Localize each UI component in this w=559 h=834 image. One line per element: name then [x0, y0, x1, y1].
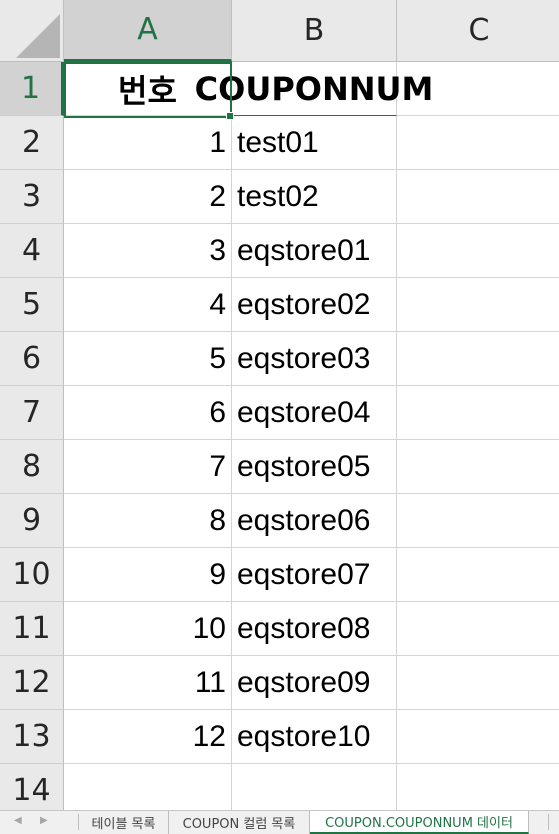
cell-c12[interactable] [397, 656, 559, 710]
cell-a7[interactable]: 6 [64, 386, 232, 440]
cell-c13[interactable] [397, 710, 559, 764]
row-header-5[interactable]: 5 [0, 278, 64, 332]
cell-b12[interactable]: eqstore09 [232, 656, 397, 710]
cell-a12[interactable]: 11 [64, 656, 232, 710]
cell-c8[interactable] [397, 440, 559, 494]
cell-c3[interactable] [397, 170, 559, 224]
cell-b1[interactable]: COUPONNUM [195, 62, 433, 116]
cell-a3[interactable]: 2 [64, 170, 232, 224]
cell-b8[interactable]: eqstore05 [232, 440, 397, 494]
row-header-10[interactable]: 10 [0, 548, 64, 602]
row-header-12[interactable]: 12 [0, 656, 64, 710]
scroll-tabs-right-icon[interactable]: ▶ [40, 815, 48, 826]
row-header-8[interactable]: 8 [0, 440, 64, 494]
sheet-tab-bar: ◀ ▶ 테이블 목록 COUPON 컬럼 목록 COUPON.COUPONNUM… [0, 810, 559, 834]
tab-coupon-columns[interactable]: COUPON 컬럼 목록 [169, 811, 310, 834]
cell-b6[interactable]: eqstore03 [232, 332, 397, 386]
cell-b3[interactable]: test02 [232, 170, 397, 224]
cell-c10[interactable] [397, 548, 559, 602]
cell-c6[interactable] [397, 332, 559, 386]
row-header-9[interactable]: 9 [0, 494, 64, 548]
spreadsheet-grid: A B C 1 2 3 4 5 6 7 8 9 10 11 12 13 14 번… [0, 0, 559, 810]
cell-a10[interactable]: 9 [64, 548, 232, 602]
cell-a13[interactable]: 12 [64, 710, 232, 764]
column-header-a[interactable]: A [64, 0, 232, 62]
cell-b10[interactable]: eqstore07 [232, 548, 397, 602]
tab-separator [548, 814, 549, 830]
cell-c1[interactable] [397, 62, 559, 116]
cell-a11[interactable]: 10 [64, 602, 232, 656]
row-header-11[interactable]: 11 [0, 602, 64, 656]
column-header-b[interactable]: B [232, 0, 397, 62]
tab-table-list[interactable]: 테이블 목록 [79, 811, 169, 834]
cell-c9[interactable] [397, 494, 559, 548]
column-header-c[interactable]: C [397, 0, 559, 62]
cell-a9[interactable]: 8 [64, 494, 232, 548]
tab-separator [78, 814, 79, 830]
row-header-4[interactable]: 4 [0, 224, 64, 278]
cell-a8[interactable]: 7 [64, 440, 232, 494]
cell-a6[interactable]: 5 [64, 332, 232, 386]
cell-b13[interactable]: eqstore10 [232, 710, 397, 764]
scroll-tabs-left-icon[interactable]: ◀ [14, 815, 22, 826]
row-header-13[interactable]: 13 [0, 710, 64, 764]
row-header-2[interactable]: 2 [0, 116, 64, 170]
cell-a2[interactable]: 1 [64, 116, 232, 170]
cell-b14[interactable] [232, 764, 397, 810]
cell-b2[interactable]: test01 [232, 116, 397, 170]
cell-b11[interactable]: eqstore08 [232, 602, 397, 656]
cell-c2[interactable] [397, 116, 559, 170]
cell-b4[interactable]: eqstore01 [232, 224, 397, 278]
cell-b9[interactable]: eqstore06 [232, 494, 397, 548]
cell-a5[interactable]: 4 [64, 278, 232, 332]
cell-c4[interactable] [397, 224, 559, 278]
cell-c5[interactable] [397, 278, 559, 332]
cell-b7[interactable]: eqstore04 [232, 386, 397, 440]
cell-a1[interactable]: 번호 [64, 62, 232, 116]
cell-b5[interactable]: eqstore02 [232, 278, 397, 332]
row-header-3[interactable]: 3 [0, 170, 64, 224]
tab-couponnum-data[interactable]: COUPON.COUPONNUM 데이터 [310, 811, 529, 834]
cell-c7[interactable] [397, 386, 559, 440]
cell-c14[interactable] [397, 764, 559, 810]
row-header-7[interactable]: 7 [0, 386, 64, 440]
row-header-1[interactable]: 1 [0, 62, 64, 116]
row-header-6[interactable]: 6 [0, 332, 64, 386]
select-all-corner[interactable] [0, 0, 64, 62]
cell-c11[interactable] [397, 602, 559, 656]
cell-a4[interactable]: 3 [64, 224, 232, 278]
row-header-14[interactable]: 14 [0, 764, 64, 810]
select-all-triangle-icon [16, 14, 60, 58]
cell-a14[interactable] [64, 764, 232, 810]
